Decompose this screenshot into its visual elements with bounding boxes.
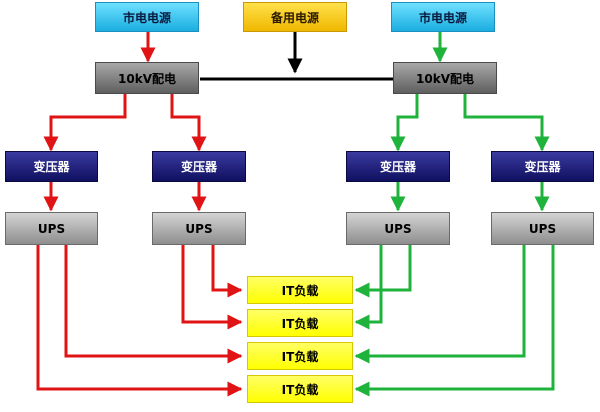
transformer-3: 变压器	[346, 151, 450, 182]
transformer-4: 变压器	[491, 151, 594, 182]
distribution-10kv-left: 10kV配电	[95, 62, 199, 94]
red-feed-lines	[36, 31, 243, 397]
red-dist-to-xfmr-2	[170, 94, 207, 152]
it-load-2: IT负载	[247, 309, 353, 337]
backup-power: 备用电源	[243, 2, 347, 32]
green-dist-to-xfmr-3	[390, 94, 419, 152]
red-ups1-to-load-4	[36, 245, 243, 397]
ups-3: UPS	[346, 212, 450, 245]
green-ups3-to-load-1	[354, 245, 412, 298]
red-ups1-to-load-3	[64, 245, 243, 364]
red-dist-to-xfmr-1	[43, 94, 127, 152]
transformer-2: 变压器	[152, 151, 246, 182]
it-load-3: IT负载	[247, 342, 353, 370]
green-ups4-to-load-3	[354, 245, 526, 364]
ups-1: UPS	[5, 212, 98, 245]
utility-power-left: 市电电源	[95, 2, 199, 32]
backup-feed-lines	[200, 31, 393, 81]
green-ups3-to-load-2	[354, 245, 383, 330]
green-feed-lines	[354, 31, 555, 397]
utility-power-right: 市电电源	[391, 2, 495, 32]
red-ups2-to-load-1	[211, 245, 243, 298]
it-load-1: IT负载	[247, 276, 353, 304]
transformer-1: 变压器	[5, 151, 98, 182]
red-ups2-to-load-2	[181, 245, 243, 330]
ups-4: UPS	[491, 212, 594, 245]
green-dist-to-xfmr-4	[463, 94, 550, 152]
green-ups4-to-load-4	[354, 245, 555, 397]
it-load-4: IT负载	[247, 375, 353, 403]
distribution-10kv-right: 10kV配电	[393, 62, 497, 94]
ups-2: UPS	[152, 212, 246, 245]
